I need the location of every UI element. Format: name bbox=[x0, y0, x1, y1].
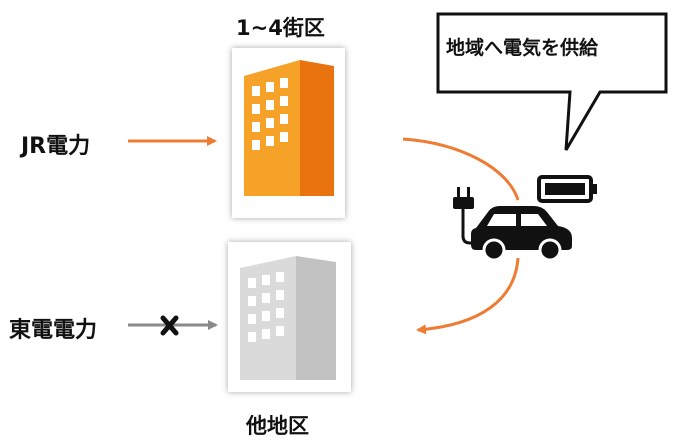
bottom-building-label: 他地区 bbox=[246, 414, 309, 438]
jr-power-label: JR電力 bbox=[21, 134, 91, 159]
battery-icon bbox=[537, 175, 597, 203]
x-mark-icon bbox=[160, 315, 179, 336]
speech-bubble-text: 地域へ電気を供給 bbox=[446, 37, 599, 59]
upper-curve-arrow bbox=[402, 137, 520, 201]
car-icon bbox=[471, 206, 572, 262]
top-building-label: 1~4街区 bbox=[236, 16, 325, 40]
building-gray-icon bbox=[240, 256, 336, 380]
tepco-power-label: 東電電力 bbox=[9, 318, 98, 343]
speech-bubble bbox=[436, 12, 668, 151]
building-orange-icon bbox=[244, 60, 334, 196]
lower-curve-arrow bbox=[416, 257, 520, 335]
plug-icon bbox=[453, 187, 478, 245]
